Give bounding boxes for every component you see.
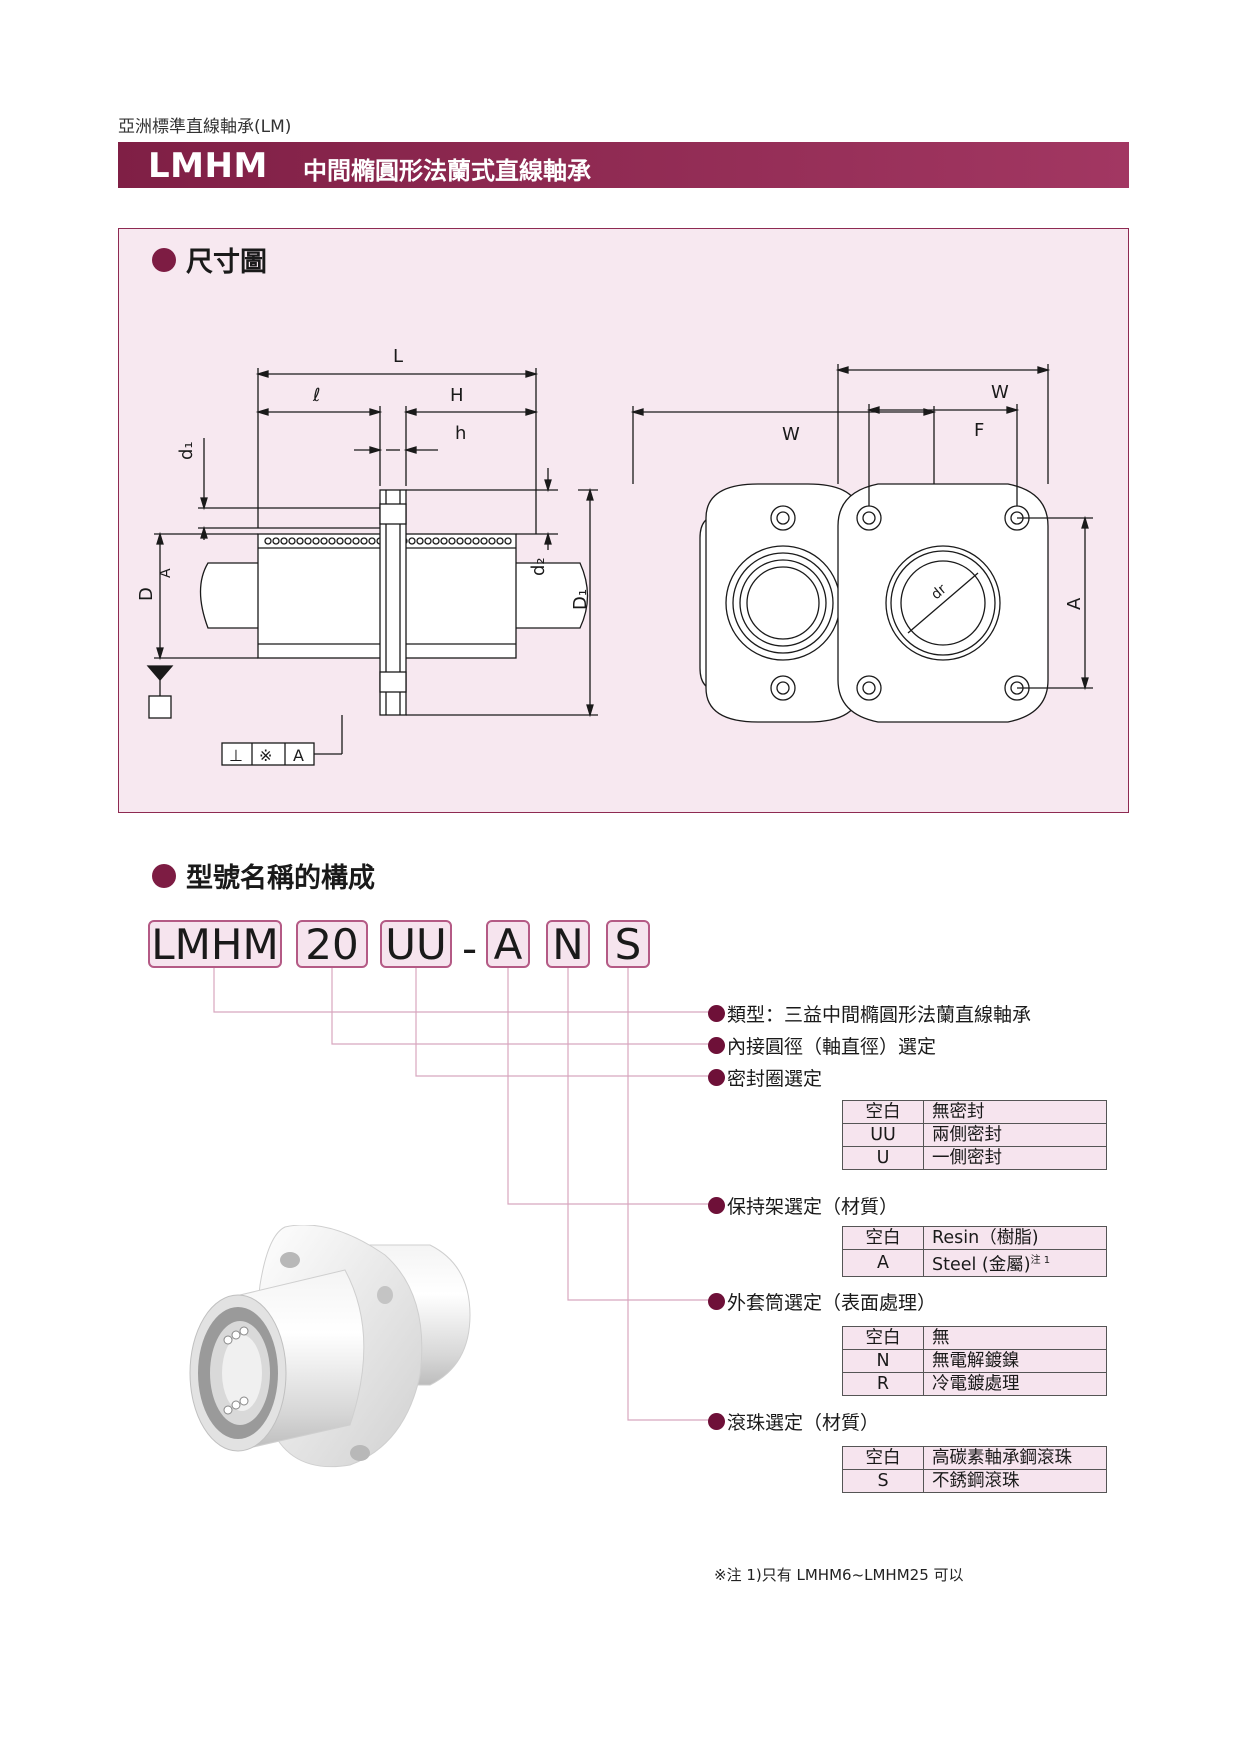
label-D1: D₁ bbox=[570, 589, 591, 610]
option-ball-text: 滾珠選定（材質） bbox=[727, 1412, 880, 1434]
title-bar: LMHM 中間橢圓形法蘭式直線軸承 bbox=[118, 142, 1129, 188]
label-F: F bbox=[974, 420, 984, 441]
table-row: 空白無 bbox=[842, 1326, 1107, 1350]
side-view bbox=[146, 368, 598, 766]
label-d2: d₂ bbox=[528, 557, 549, 576]
table-cell: 無密封 bbox=[923, 1100, 1107, 1124]
option-type-label: 類型：三益中間橢圓形法蘭直線軸承 bbox=[708, 1000, 1031, 1027]
bullet-icon bbox=[152, 863, 176, 888]
option-type-text: 類型：三益中間橢圓形法蘭直線軸承 bbox=[727, 1004, 1032, 1026]
option-seal-text: 密封圈選定 bbox=[727, 1068, 823, 1090]
model-section-heading: 型號名稱的構成 bbox=[152, 856, 375, 895]
retainer-steel-text: Steel (金屬) bbox=[932, 1254, 1031, 1275]
dimension-section-title: 尺寸圖 bbox=[186, 247, 267, 278]
table-row: 空白無密封 bbox=[842, 1100, 1107, 1124]
table-cell: 一側密封 bbox=[923, 1146, 1107, 1170]
table-cell: 無電解鍍鎳 bbox=[923, 1349, 1107, 1373]
model-dash: - bbox=[462, 924, 478, 973]
bullet-icon bbox=[708, 1413, 725, 1430]
product-code: LMHM bbox=[148, 146, 268, 186]
tol-perp: ⊥ bbox=[229, 746, 243, 765]
table-cell: 兩側密封 bbox=[923, 1123, 1107, 1147]
label-D: D bbox=[136, 587, 157, 601]
label-W1: W bbox=[782, 424, 800, 445]
option-size-text: 內接圓徑（軸直徑）選定 bbox=[727, 1036, 937, 1058]
table-cell: S bbox=[842, 1469, 924, 1493]
tol-datum: A bbox=[293, 746, 304, 765]
front-view-single bbox=[630, 406, 937, 723]
label-L: L bbox=[393, 346, 403, 367]
table-cell: Resin（樹脂) bbox=[923, 1226, 1107, 1250]
table-cell: 不銹鋼滾珠 bbox=[923, 1469, 1107, 1493]
label-A-side: A bbox=[158, 568, 174, 578]
model-part-size: 20 bbox=[296, 920, 368, 969]
front-view-double bbox=[835, 364, 1093, 723]
model-part-seal: UU bbox=[380, 920, 452, 969]
model-part-series: LMHM bbox=[148, 920, 282, 969]
table-cell: 空白 bbox=[842, 1326, 924, 1350]
model-section-title: 型號名稱的構成 bbox=[186, 863, 375, 894]
label-h: h bbox=[455, 423, 466, 444]
option-sleeve-label: 外套筒選定（表面處理） bbox=[708, 1288, 936, 1315]
table-cell: N bbox=[842, 1349, 924, 1373]
option-size-label: 內接圓徑（軸直徑）選定 bbox=[708, 1032, 936, 1059]
option-sleeve-text: 外套筒選定（表面處理） bbox=[727, 1292, 937, 1314]
table-cell: U bbox=[842, 1146, 924, 1170]
table-cell: R bbox=[842, 1372, 924, 1396]
bullet-icon bbox=[708, 1069, 725, 1086]
table-cell: 空白 bbox=[842, 1446, 924, 1470]
bullet-icon bbox=[708, 1005, 725, 1022]
table-cell: UU bbox=[842, 1123, 924, 1147]
footnote-marker: 注 1 bbox=[1030, 1255, 1051, 1266]
table-cell: 無 bbox=[923, 1326, 1107, 1350]
footnote: ※注 1)只有 LMHM6~LMHM25 可以 bbox=[714, 1566, 964, 1584]
tol-ref: ※ bbox=[259, 746, 272, 765]
bullet-icon bbox=[708, 1197, 725, 1214]
label-d1: d₁ bbox=[176, 441, 197, 460]
table-cell: Steel (金屬)注 1 bbox=[923, 1249, 1107, 1277]
table-cell: 空白 bbox=[842, 1226, 924, 1250]
option-seal-label: 密封圈選定 bbox=[708, 1064, 822, 1091]
table-cell: 高碳素軸承鋼滾珠 bbox=[923, 1446, 1107, 1470]
model-part-ball: S bbox=[606, 920, 650, 969]
table-row: 空白高碳素軸承鋼滾珠 bbox=[842, 1446, 1107, 1470]
bullet-icon bbox=[152, 247, 176, 272]
product-image bbox=[189, 1225, 471, 1468]
label-l: ℓ bbox=[312, 385, 320, 406]
model-part-sleeve: N bbox=[546, 920, 590, 969]
product-name: 中間橢圓形法蘭式直線軸承 bbox=[303, 157, 591, 185]
dimension-section-heading: 尺寸圖 bbox=[152, 240, 267, 279]
label-W2: W bbox=[991, 382, 1009, 403]
bullet-icon bbox=[708, 1037, 725, 1054]
option-retainer-label: 保持架選定（材質） bbox=[708, 1192, 898, 1219]
category-label: 亞洲標準直線軸承(LM) bbox=[118, 117, 292, 137]
option-retainer-text: 保持架選定（材質） bbox=[727, 1196, 899, 1218]
table-cell: 冷電鍍處理 bbox=[923, 1372, 1107, 1396]
bullet-icon bbox=[708, 1293, 725, 1310]
option-ball-label: 滾珠選定（材質） bbox=[708, 1408, 879, 1435]
label-H: H bbox=[450, 385, 464, 406]
table-cell: A bbox=[842, 1249, 924, 1277]
label-A2: A bbox=[1064, 597, 1085, 610]
dimension-drawing: L ℓ H h d₁ D A d₂ D₁ ⊥ ※ A W A bbox=[136, 346, 1093, 766]
model-part-retainer: A bbox=[486, 920, 530, 969]
table-cell: 空白 bbox=[842, 1100, 924, 1124]
